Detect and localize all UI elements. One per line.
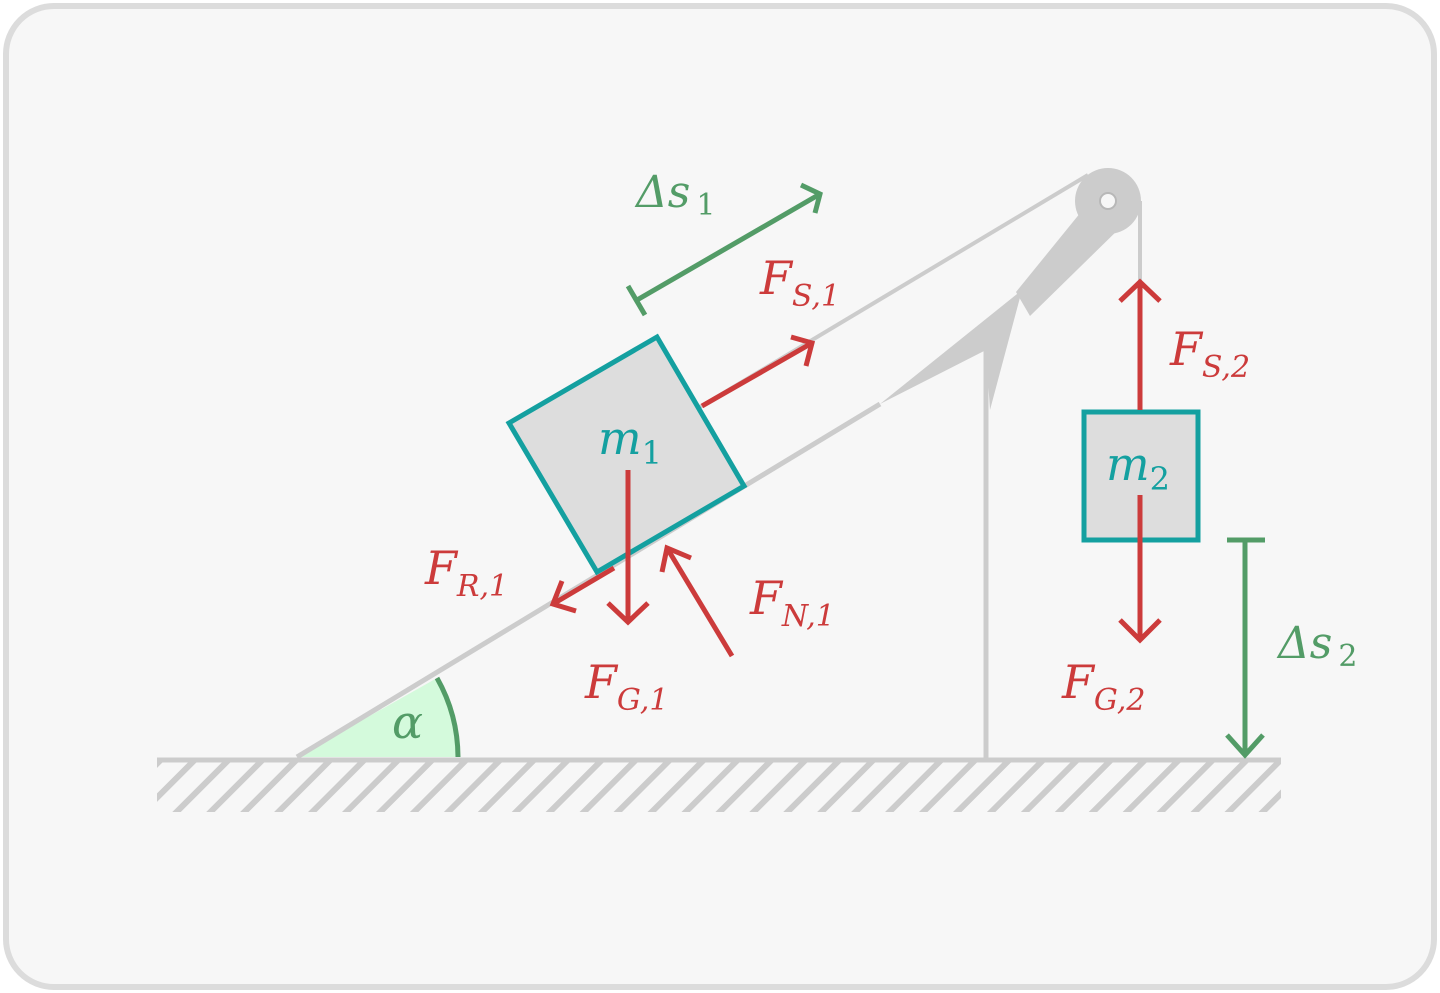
arrow-fs1-head: [790, 334, 816, 367]
block-m1: [505, 333, 748, 576]
arrow-fg1-head: [606, 601, 650, 626]
arrow-fs2-head: [1118, 278, 1162, 303]
arrow-fr1-head: [549, 580, 577, 614]
label-fs2: FS,2: [1169, 322, 1250, 385]
arrow-ds1: [635, 191, 822, 303]
arrow-ds1-head: [799, 182, 823, 214]
arrow-fn1: [664, 546, 735, 658]
arrow-ds1-tail: [625, 284, 648, 317]
arrow-ds2-head: [1225, 733, 1265, 759]
label-fn1: FN,1: [749, 571, 835, 634]
angle-arc: [434, 676, 461, 758]
label-m2: m2: [1106, 437, 1170, 498]
arrow-fn1-head: [659, 544, 692, 573]
arrow-fs1: [700, 340, 814, 409]
angle-sector: [297, 678, 458, 757]
ground-hatch: [157, 760, 1281, 812]
incline-brace: [880, 290, 1022, 410]
pulley-axle: [1099, 192, 1117, 210]
label-fg2: FG,2: [1061, 655, 1145, 718]
arrow-fr1: [551, 565, 616, 607]
label-fg1: FG,1: [584, 655, 668, 718]
label-fs1: FS,1: [759, 251, 840, 314]
label-fr1: FR,1: [424, 541, 508, 604]
label-m1: m1: [598, 411, 662, 472]
label-angle: α: [392, 695, 423, 749]
arrow-fg2-head: [1118, 618, 1162, 644]
